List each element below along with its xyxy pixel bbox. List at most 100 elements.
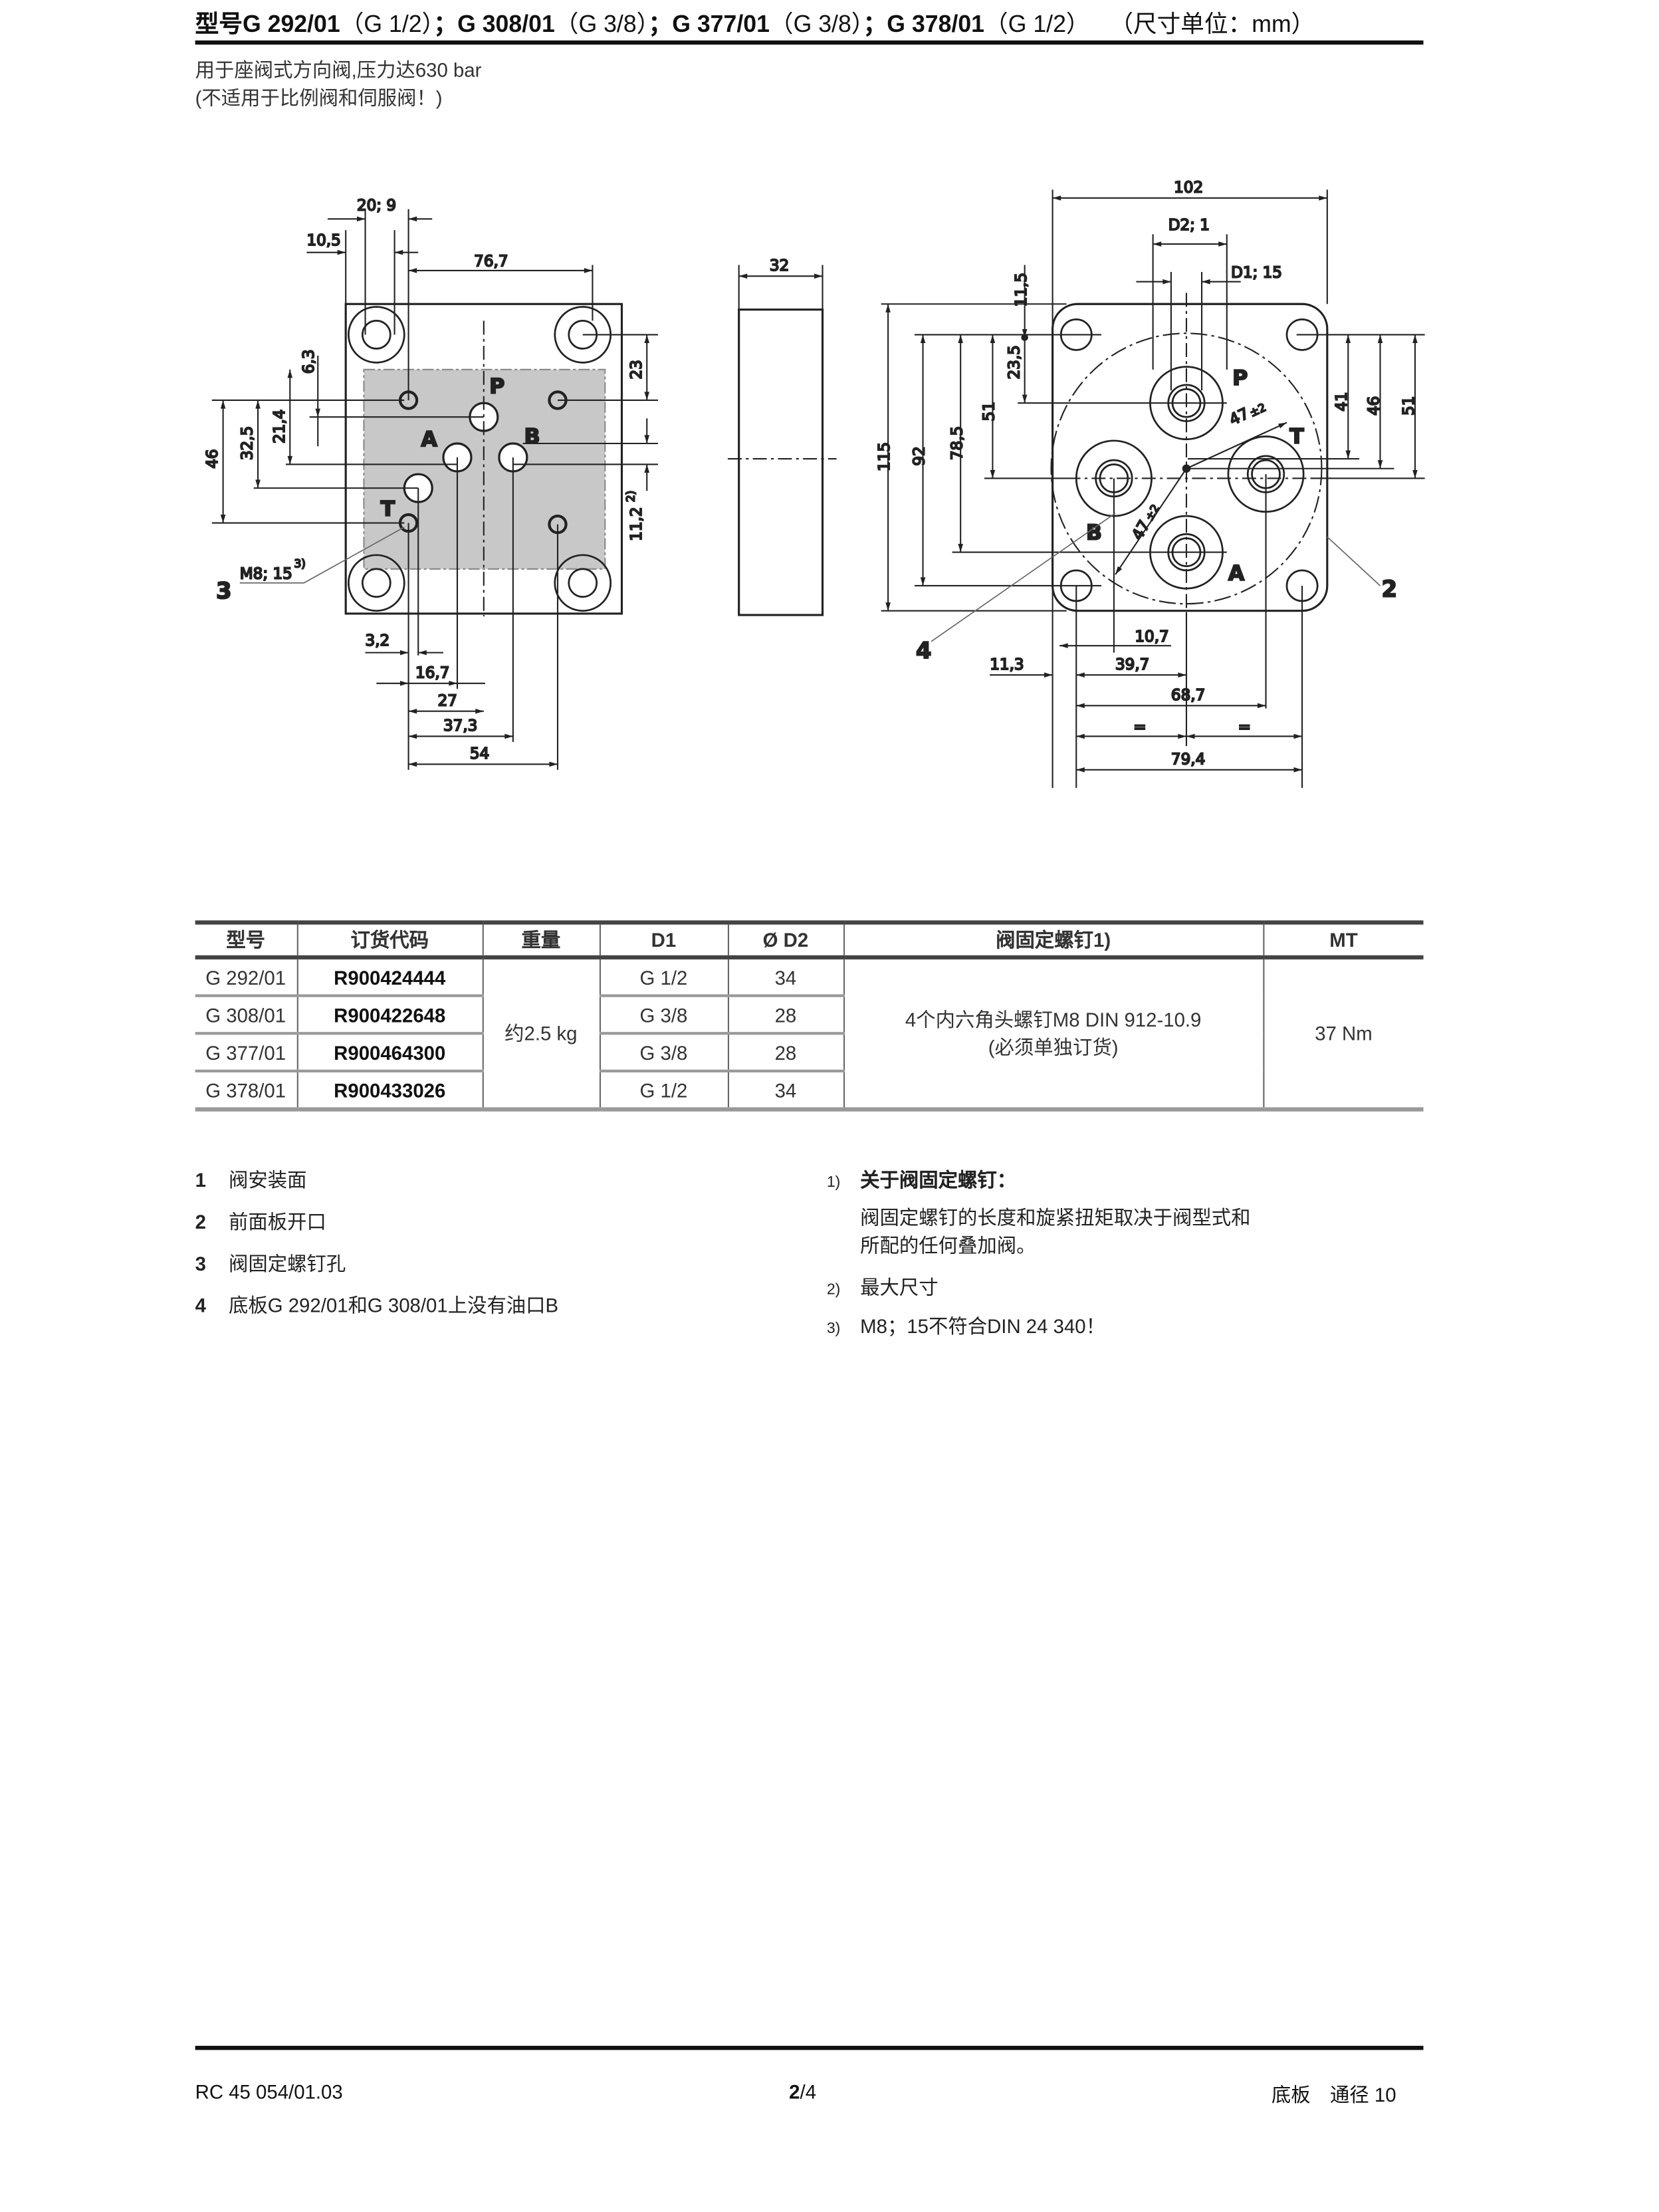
dim-label: 76,7 bbox=[474, 253, 508, 271]
footnote-text: 所配的任何叠加阀。 bbox=[860, 1234, 1036, 1257]
order-table: 型号 订货代码 重量 D1 Ø D2 阀固定螺钉1) MT G 292/01 R… bbox=[195, 920, 1424, 1112]
order-code-cell: R900433026 bbox=[296, 1070, 483, 1112]
dim-label: 23,5 bbox=[1006, 345, 1023, 379]
d1-cell: G 3/8 bbox=[598, 995, 728, 1035]
col-header: MT bbox=[1262, 920, 1424, 960]
section-label: 底板 通径 10 bbox=[1271, 2083, 1396, 2106]
dim-label: 54 bbox=[470, 745, 489, 763]
table-header-row: 型号 订货代码 重量 D1 Ø D2 阀固定螺钉1) MT bbox=[195, 920, 1424, 960]
footnote: 3)M8；15不符合DIN 24 340！ bbox=[826, 1314, 1105, 1338]
dim-label: 37,3 bbox=[443, 717, 477, 735]
dim-label: 51 bbox=[981, 402, 998, 421]
dim-label: 41 bbox=[1333, 392, 1351, 411]
dim-label: 51 bbox=[1400, 396, 1418, 416]
port-label-b: B bbox=[524, 425, 540, 449]
dim-label: = bbox=[1133, 719, 1146, 736]
order-code-cell: R900464300 bbox=[296, 1033, 483, 1072]
dim-label: 115 bbox=[876, 442, 893, 471]
dim-label: 68,7 bbox=[1171, 687, 1205, 704]
order-code-cell: R900422648 bbox=[296, 995, 483, 1035]
table-row: G 377/01 R900464300 G 3/8 28 bbox=[195, 1033, 1424, 1072]
callout-2: 2 bbox=[1382, 576, 1397, 602]
col-header: 阀固定螺钉1) bbox=[842, 920, 1264, 960]
dim-label: 47 bbox=[1129, 517, 1153, 543]
footnote: 2)最大尺寸 bbox=[826, 1276, 939, 1298]
weight-cell: 约2.5 kg bbox=[481, 957, 600, 1112]
dim-label: 46 bbox=[204, 449, 221, 468]
d2-cell: 28 bbox=[726, 1033, 843, 1072]
d1-cell: G 1/2 bbox=[598, 1070, 728, 1112]
dim-label: 3,2 bbox=[366, 632, 390, 650]
technical-drawing: P A B T 20; 9 10,5 76,7 23 11,2 2) 46 32… bbox=[203, 178, 1425, 789]
dim-label: 46 bbox=[1365, 396, 1382, 416]
table-row: G 308/01 R900422648 G 3/8 28 bbox=[195, 995, 1424, 1035]
table-row: G 378/01 R900433026 G 1/2 34 bbox=[195, 1070, 1424, 1112]
dim-label: 27 bbox=[438, 692, 457, 709]
top-view: P A B T 20; 9 10,5 76,7 23 11,2 2) 46 3 2… bbox=[203, 197, 659, 770]
dim-label: 78,5 bbox=[948, 426, 966, 460]
order-code-cell: R900424444 bbox=[296, 957, 483, 997]
dim-label: 92 bbox=[911, 446, 929, 465]
callout-4: 4 bbox=[916, 638, 931, 664]
port-label-a: A bbox=[1228, 562, 1245, 586]
footnote-ref: 3) bbox=[294, 557, 306, 570]
callout-3: 3 bbox=[216, 578, 231, 604]
port-label-t: T bbox=[381, 497, 395, 521]
tolerance-label: ±2 bbox=[1248, 400, 1268, 420]
dim-label: 21,4 bbox=[271, 410, 288, 443]
dim-label: 79,4 bbox=[1171, 751, 1205, 768]
dim-label: 11,2 bbox=[628, 507, 645, 541]
d1-cell: G 3/8 bbox=[598, 1033, 728, 1072]
port-label-p: P bbox=[489, 374, 504, 398]
port-label-t: T bbox=[1289, 425, 1304, 449]
dim-label: 102 bbox=[1174, 179, 1203, 196]
d2-cell: 34 bbox=[726, 957, 843, 997]
side-view: 32 bbox=[727, 257, 837, 616]
dim-label: 16,7 bbox=[415, 664, 449, 681]
col-header: 型号 bbox=[195, 920, 297, 960]
header-rule bbox=[195, 40, 1424, 45]
dim-label: 11,3 bbox=[990, 656, 1024, 674]
dim-label: 39,7 bbox=[1115, 656, 1149, 674]
model-cell: G 292/01 bbox=[195, 957, 297, 997]
footnote-ref: 2) bbox=[623, 491, 637, 502]
model-cell: G 377/01 bbox=[195, 1033, 297, 1072]
model-cell: G 378/01 bbox=[195, 1070, 297, 1112]
page-title: 型号G 292/01（G 1/2）；G 308/01（G 3/8）；G 377/… bbox=[195, 11, 1315, 38]
dim-label: D2; 1 bbox=[1168, 217, 1210, 234]
dim-label: 23 bbox=[628, 360, 645, 379]
dim-label: 20; 9 bbox=[357, 197, 396, 215]
model-cell: G 308/01 bbox=[195, 995, 297, 1035]
dim-label: = bbox=[1238, 719, 1251, 736]
footnote-text: 阀固定螺钉的长度和旋紧扭矩取决于阀型式和 bbox=[860, 1206, 1251, 1229]
port-label-p: P bbox=[1232, 366, 1248, 390]
dim-label: 10,7 bbox=[1135, 628, 1168, 646]
page-number: 2/4 bbox=[789, 2080, 817, 2104]
footnote: 1)关于阀固定螺钉： bbox=[826, 1168, 1017, 1191]
document-number: RC 45 054/01.03 bbox=[195, 2080, 343, 2104]
d2-cell: 34 bbox=[726, 1070, 843, 1112]
dim-label: 6,3 bbox=[300, 349, 318, 374]
tolerance-label: ±2 bbox=[1143, 502, 1162, 523]
dim-label: D1; 15 bbox=[1231, 264, 1282, 281]
d2-cell: 28 bbox=[726, 995, 843, 1035]
table-row: G 292/01 R900424444 约2.5 kg G 1/2 34 4个内… bbox=[195, 957, 1424, 1112]
mounting-holes bbox=[348, 306, 612, 612]
torque-cell: 37 Nm bbox=[1262, 957, 1424, 1112]
bottom-view: P T B A 47 ±2 47 ±2 102 D2; 1 D1; 15 115 bbox=[875, 178, 1425, 789]
dim-label: 32 bbox=[770, 257, 789, 275]
col-header: D1 bbox=[598, 920, 728, 960]
subtitle-note: (不适用于比例阀和伺服阀！) bbox=[195, 86, 443, 109]
thread-label: M8; 15 bbox=[240, 565, 292, 582]
subtitle: 用于座阀式方向阀,压力达630 bar bbox=[195, 59, 482, 81]
dim-label: 10,5 bbox=[306, 232, 340, 249]
footer-rule bbox=[195, 2046, 1424, 2050]
d1-cell: G 1/2 bbox=[598, 957, 728, 997]
dim-label: 11,5 bbox=[1013, 273, 1030, 307]
port-label-a: A bbox=[421, 428, 437, 451]
